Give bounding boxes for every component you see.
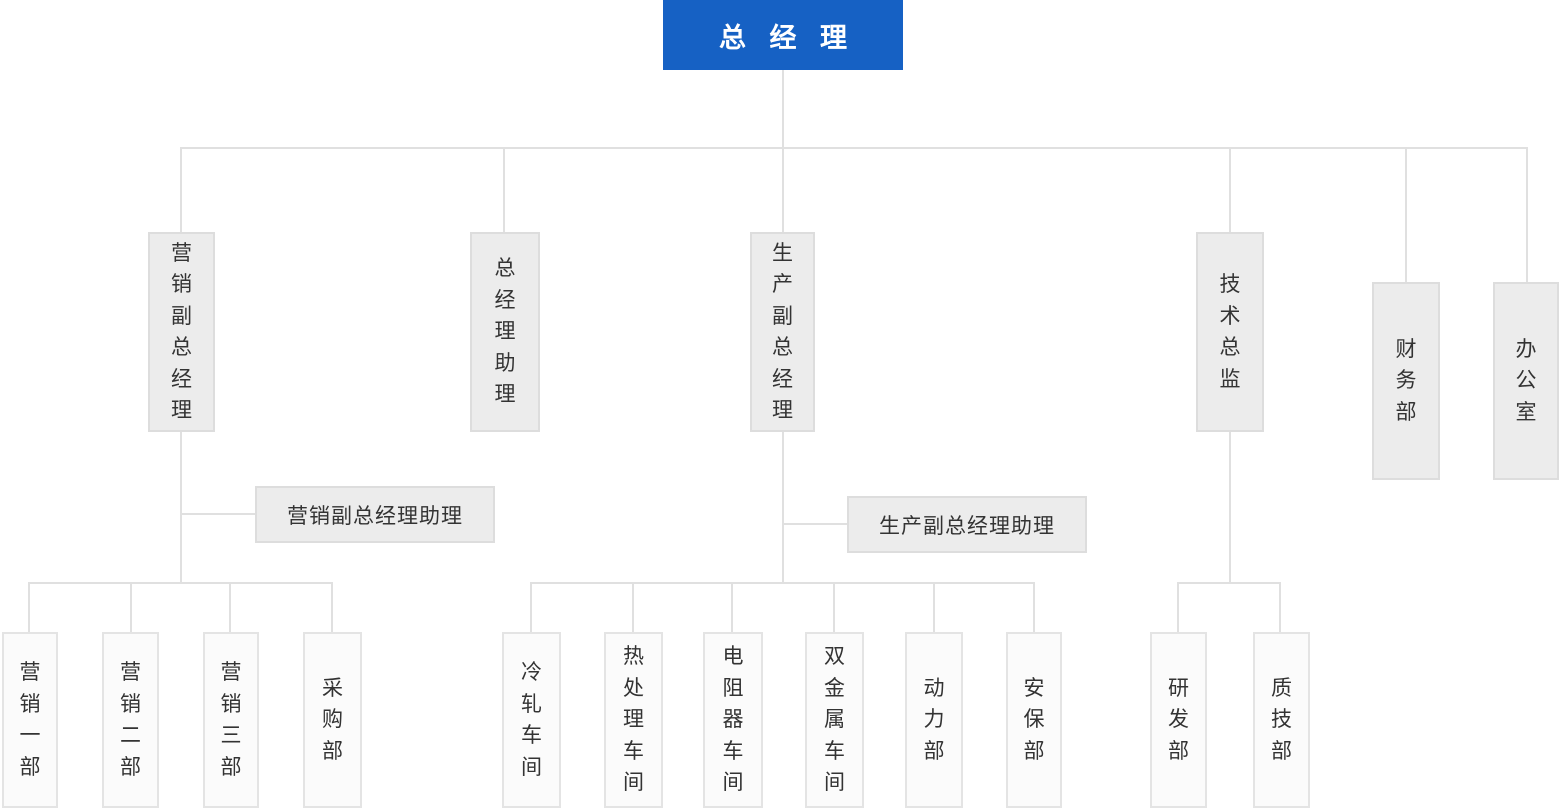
org-node-label: 生产副总经理 — [771, 241, 793, 423]
connector-line — [1177, 582, 1281, 584]
org-node-label: 营销一部 — [19, 661, 41, 779]
connector-line — [180, 432, 182, 584]
connector-line — [782, 432, 784, 584]
org-node-label: 营销三部 — [220, 661, 242, 779]
org-node-production-vice-gm: 生产副总经理 — [750, 232, 815, 432]
connector-line — [1526, 147, 1528, 282]
connector-line — [180, 147, 1528, 149]
connector-line — [1177, 582, 1179, 632]
org-node-heat-treatment-workshop: 热处理车间 — [604, 632, 663, 808]
org-node-label: 热处理车间 — [622, 645, 644, 795]
org-node-gm-assistant: 总经理助理 — [470, 232, 540, 432]
connector-line — [130, 582, 132, 632]
org-node-resistor-workshop: 电阻器车间 — [703, 632, 763, 808]
connector-line — [530, 582, 1035, 584]
org-node-label: 技术总监 — [1219, 273, 1241, 391]
org-node-label: 财务部 — [1395, 337, 1417, 424]
connector-line — [933, 582, 935, 632]
org-node-label: 质技部 — [1270, 676, 1292, 763]
connector-line — [833, 582, 835, 632]
org-node-label: 生产副总经理助理 — [879, 514, 1055, 538]
org-node-label: 营销副总经理助理 — [287, 504, 463, 528]
org-node-label: 电阻器车间 — [722, 645, 744, 795]
org-node-office: 办公室 — [1493, 282, 1559, 480]
org-node-technical-director: 技术总监 — [1196, 232, 1264, 432]
connector-line — [782, 523, 848, 525]
org-node-marketing-dept-3: 营销三部 — [203, 632, 259, 808]
org-node-label: 安保部 — [1023, 676, 1045, 763]
connector-line — [731, 582, 733, 632]
org-node-purchasing-dept: 采购部 — [303, 632, 362, 808]
connector-line — [1229, 432, 1231, 584]
connector-line — [1279, 582, 1281, 632]
org-node-security-dept: 安保部 — [1006, 632, 1062, 808]
org-node-marketing-dept-1: 营销一部 — [2, 632, 58, 808]
org-node-finance-dept: 财务部 — [1372, 282, 1440, 480]
connector-line — [28, 582, 333, 584]
org-node-label: 总经理助理 — [494, 257, 516, 407]
org-node-rd-dept: 研发部 — [1150, 632, 1207, 808]
connector-line — [782, 70, 784, 148]
connector-line — [503, 147, 505, 232]
org-node-marketing-vice-gm: 营销副总经理 — [148, 232, 215, 432]
connector-line — [180, 513, 256, 515]
org-node-quality-tech-dept: 质技部 — [1253, 632, 1310, 808]
org-node-marketing-vice-gm-assistant: 营销副总经理助理 — [255, 486, 495, 543]
org-node-label: 总 经 理 — [718, 22, 855, 53]
org-node-marketing-dept-2: 营销二部 — [102, 632, 159, 808]
connector-line — [1405, 147, 1407, 282]
connector-line — [530, 582, 532, 632]
connector-line — [1033, 582, 1035, 632]
org-node-label: 采购部 — [321, 676, 343, 763]
connector-line — [28, 582, 30, 632]
org-node-label: 动力部 — [923, 676, 945, 763]
org-node-label: 办公室 — [1515, 337, 1537, 424]
org-node-bimetal-workshop: 双金属车间 — [805, 632, 864, 808]
org-node-power-dept: 动力部 — [905, 632, 963, 808]
org-node-production-vice-gm-assistant: 生产副总经理助理 — [847, 496, 1087, 553]
org-node-label: 双金属车间 — [823, 645, 845, 795]
connector-line — [632, 582, 634, 632]
connector-line — [180, 147, 182, 232]
connector-line — [229, 582, 231, 632]
connector-line — [331, 582, 333, 632]
org-node-label: 研发部 — [1167, 676, 1189, 763]
org-node-label: 营销二部 — [119, 661, 141, 779]
connector-line — [1229, 147, 1231, 232]
connector-line — [782, 147, 784, 232]
org-node-label: 营销副总经理 — [170, 241, 192, 423]
org-node-label: 冷轧车间 — [520, 661, 542, 779]
org-node-general-manager: 总 经 理 — [663, 0, 903, 70]
org-node-cold-rolling-workshop: 冷轧车间 — [502, 632, 561, 808]
